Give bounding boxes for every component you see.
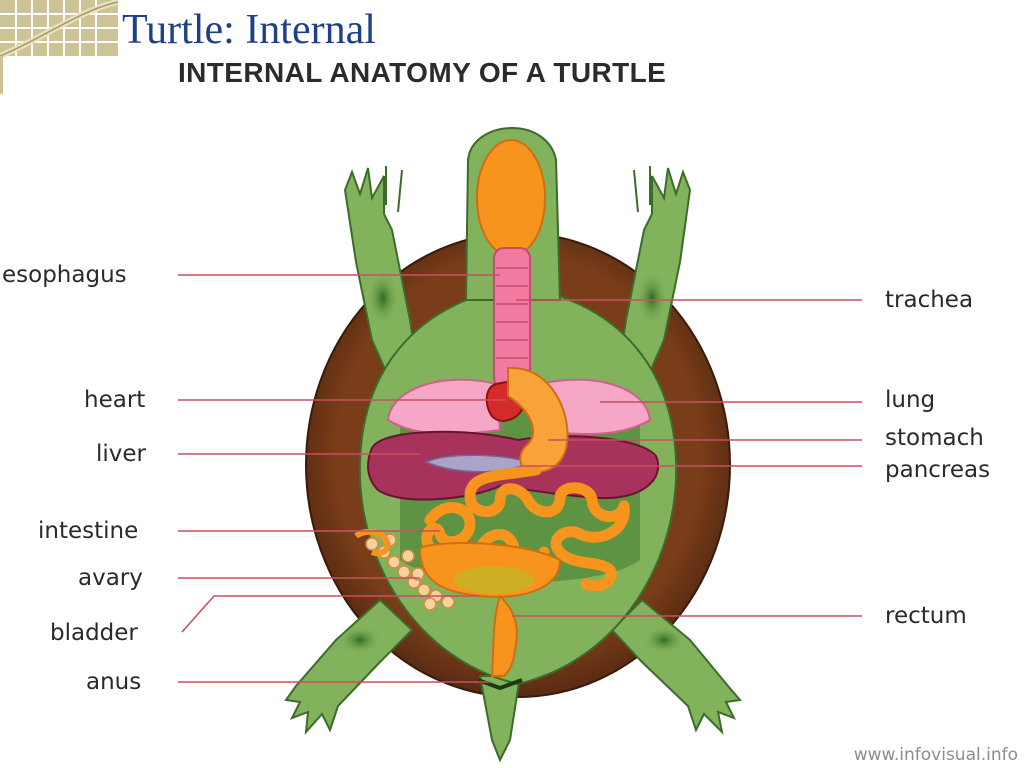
label-avary: avary: [78, 565, 143, 591]
label-stomach: stomach: [885, 425, 984, 451]
label-bladder: bladder: [50, 620, 138, 646]
hind-right-leg: [610, 598, 742, 736]
label-heart: heart: [84, 387, 146, 413]
diagram-heading: INTERNAL ANATOMY OF A TURTLE: [178, 57, 667, 88]
label-lung: lung: [885, 387, 936, 413]
label-rectum: rectum: [885, 603, 967, 629]
bladder: [454, 566, 534, 594]
slide-title: Turtle: Internal: [122, 7, 376, 53]
corner-grid-logo: [0, 0, 119, 94]
leader-bladder: [181, 595, 480, 633]
label-pancreas: pancreas: [885, 457, 991, 483]
hind-left-leg: [284, 598, 414, 735]
mouth-cavity: [476, 139, 546, 257]
label-esophagus: esophagus: [2, 262, 127, 288]
leader-lines: [178, 274, 862, 683]
rectum: [490, 594, 518, 677]
label-intestine: intestine: [38, 518, 139, 544]
watermark: www.infovisual.info: [853, 745, 1018, 765]
label-anus: anus: [86, 669, 142, 695]
label-liver: liver: [96, 441, 146, 467]
label-trachea: trachea: [885, 287, 974, 313]
